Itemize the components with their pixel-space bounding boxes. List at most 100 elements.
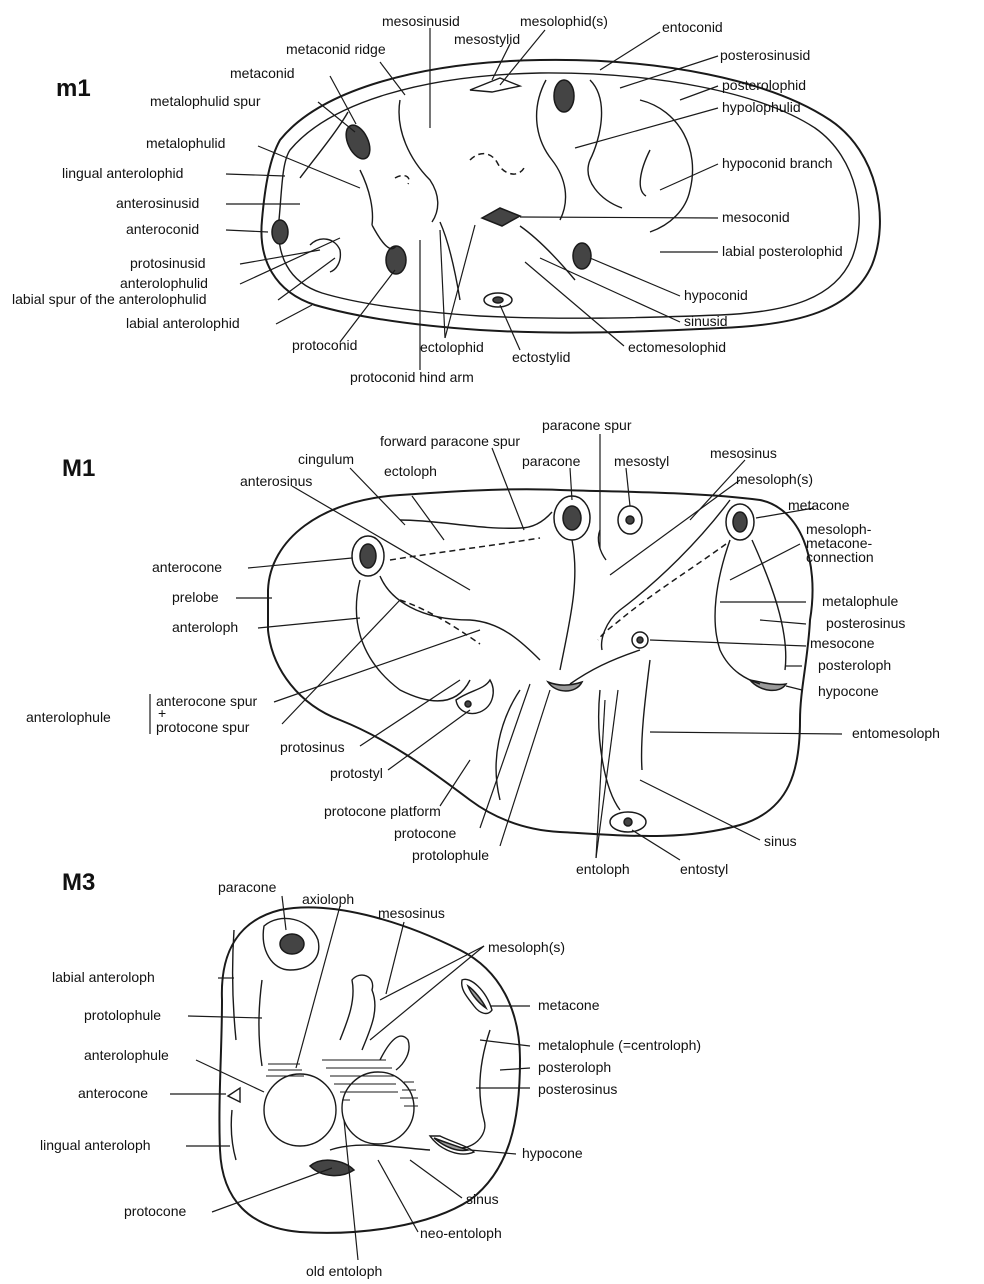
- m1-labels: mesosinusid mesolophid(s) entoconid meta…: [12, 13, 843, 385]
- label-M3-sinus: sinus: [466, 1191, 499, 1207]
- label-mesoloph-connection-3: connection: [806, 549, 874, 565]
- label-protoconid: protoconid: [292, 337, 357, 353]
- title-M3: M3: [62, 869, 95, 896]
- M1-entostyl-core: [624, 818, 632, 826]
- label-cingulum: cingulum: [298, 451, 354, 467]
- label-hypoconid-branch: hypoconid branch: [722, 155, 833, 171]
- label-posterolophid: posterolophid: [722, 77, 806, 93]
- label-protostyl: protostyl: [330, 765, 383, 781]
- label-ectolophid: ectolophid: [420, 339, 484, 355]
- label-M3-metacone: metacone: [538, 997, 600, 1013]
- M3-hatched-areas: [266, 1060, 418, 1106]
- m1-metaconid-cusp: [341, 121, 374, 162]
- M3-metacone-cusp: [468, 986, 486, 1008]
- label-metalophulid-spur: metalophulid spur: [150, 93, 261, 109]
- label-entostyl: entostyl: [680, 861, 728, 877]
- label-protosinus: protosinus: [280, 739, 345, 755]
- label-M3-mesosinus: mesosinus: [378, 905, 445, 921]
- M3-paracone-cusp: [280, 934, 304, 954]
- M1-entomesoloph-ridge: [642, 660, 650, 770]
- m1-leaders: [226, 28, 718, 370]
- label-ectoloph: ectoloph: [384, 463, 437, 479]
- label-M1-hypocone: hypocone: [818, 683, 879, 699]
- M3-labels: paracone axioloph mesosinus mesoloph(s) …: [40, 879, 701, 1279]
- label-anteroloph: anteroloph: [172, 619, 238, 635]
- M1-mesocone-core: [637, 637, 643, 643]
- M1-anterocone-cusp: [360, 544, 376, 568]
- m1-dashed-links: [395, 154, 525, 184]
- label-metaconid-ridge: metaconid ridge: [286, 41, 386, 57]
- label-labial-anterolophid: labial anterolophid: [126, 315, 240, 331]
- M1-mesoloph-metacone-connection-dashed: [598, 544, 726, 640]
- m1-posterolophid-line: [640, 100, 693, 232]
- label-M3-protolophule: protolophule: [84, 1007, 161, 1023]
- label-mesolophids: mesolophid(s): [520, 13, 608, 29]
- M3-posteroloph-ridge: [462, 1030, 490, 1148]
- label-ectostylid: ectostylid: [512, 349, 570, 365]
- M3-neo-entoloph-ridge: [330, 1145, 430, 1150]
- label-labial-anteroloph: labial anteroloph: [52, 969, 155, 985]
- label-mesocone: mesocone: [810, 635, 875, 651]
- m1-ectolophid-lines: [440, 222, 575, 300]
- m1-protoconid-cusp: [386, 246, 406, 274]
- M1-protocone-platform-ridge: [496, 690, 520, 800]
- label-paracone-spur: paracone spur: [542, 417, 632, 433]
- label-entomesoloph: entomesoloph: [852, 725, 940, 741]
- label-M3-metalophule: metalophule (=centroloph): [538, 1037, 701, 1053]
- M3-mesoloph-ridge-2: [380, 1036, 409, 1070]
- label-M1-metalophule: metalophule: [822, 593, 898, 609]
- label-M3-hypocone: hypocone: [522, 1145, 583, 1161]
- label-protocone-spur: protocone spur: [156, 719, 250, 735]
- m1-hypoconid-cusp: [573, 243, 591, 269]
- M1-hypocone-cusp: [750, 680, 786, 690]
- label-M3-anterolophule: anterolophule: [84, 1047, 169, 1063]
- label-protoconid-hind-arm: protoconid hind arm: [350, 369, 474, 385]
- title-M1: M1: [62, 455, 95, 482]
- label-lingual-anteroloph: lingual anteroloph: [40, 1137, 151, 1153]
- label-M3-mesolophs: mesoloph(s): [488, 939, 565, 955]
- label-labial-spur: labial spur of the anterolophulid: [12, 291, 207, 307]
- label-sinusid: sinusid: [684, 313, 728, 329]
- M3-outline: [219, 907, 520, 1232]
- M3-lingual-anteroloph-ridge: [231, 1110, 236, 1160]
- label-hypoconid: hypoconid: [684, 287, 748, 303]
- label-anteroconid: anteroconid: [126, 221, 199, 237]
- M3-central-lobe-left: [264, 1074, 336, 1146]
- M3-tooth-drawing: [219, 907, 520, 1232]
- label-M1-anterolophule: anterolophule: [26, 709, 111, 725]
- M1-metalophule-ridge: [715, 540, 760, 684]
- label-M3-paracone: paracone: [218, 879, 277, 895]
- m1-hypolophulid-line: [588, 80, 622, 208]
- label-forward-paracone-spur: forward paracone spur: [380, 433, 520, 449]
- label-M1-paracone: paracone: [522, 453, 581, 469]
- M1-ectoloph-ridge: [400, 512, 552, 528]
- M3-central-lobe-right: [342, 1072, 414, 1144]
- label-metaconid: metaconid: [230, 65, 295, 81]
- label-anterocone-spur: anterocone spur: [156, 693, 258, 709]
- M1-protostyl-core: [465, 701, 471, 707]
- M1-mesostyl-core: [626, 516, 634, 524]
- label-entoconid: entoconid: [662, 19, 723, 35]
- label-anterolophulid: anterolophulid: [120, 275, 208, 291]
- label-M1-mesosinus: mesosinus: [710, 445, 777, 461]
- label-mesosinusid: mesosinusid: [382, 13, 460, 29]
- m1-anteroconid-cusp: [272, 220, 288, 244]
- label-protocone-platform: protocone platform: [324, 803, 441, 819]
- label-metalophulid: metalophulid: [146, 135, 225, 151]
- m1-hypoconid-branch-line: [640, 150, 650, 196]
- label-protolophule: protolophule: [412, 847, 489, 863]
- label-M1-posterosinus: posterosinus: [826, 615, 905, 631]
- M1-tooth-drawing: [268, 489, 813, 836]
- label-M3-protocone: protocone: [124, 1203, 186, 1219]
- M3-hypocone-cusp: [434, 1138, 468, 1151]
- label-ectomesolophid: ectomesolophid: [628, 339, 726, 355]
- title-m1: m1: [56, 75, 91, 102]
- label-M1-mesolophs: mesoloph(s): [736, 471, 813, 487]
- m1-entoconid-cusp: [554, 80, 574, 112]
- m1-ectostylid-core: [493, 297, 503, 303]
- label-labial-posterolophid: labial posterolophid: [722, 243, 843, 259]
- M1-anteroloph-ridge: [380, 576, 540, 660]
- M1-outline: [268, 489, 813, 836]
- M1-prelobe-ridge: [356, 580, 470, 701]
